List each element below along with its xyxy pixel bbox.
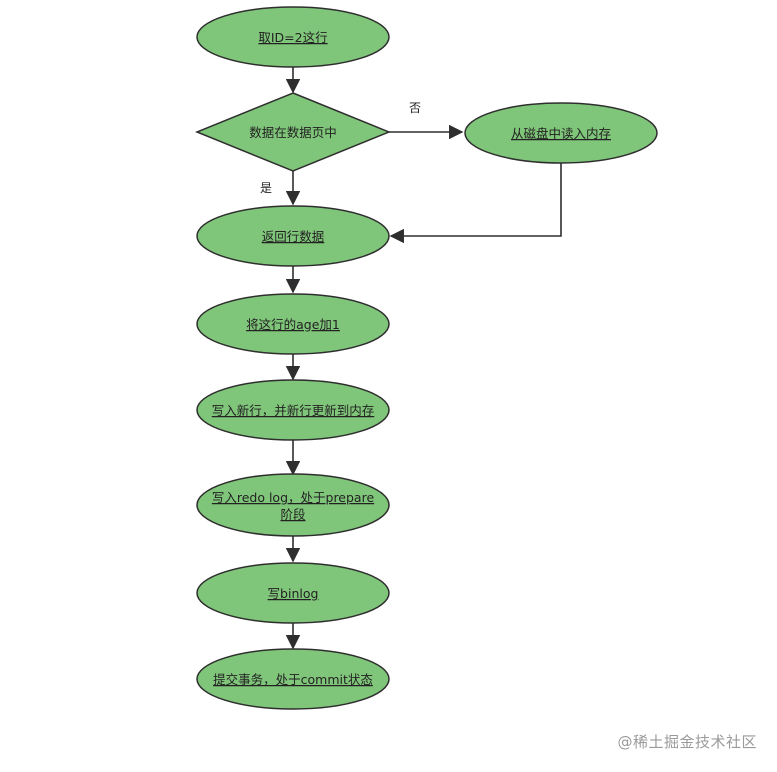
node-read-disk: 从磁盘中读入内存 [464,102,658,164]
node-add-age: 将这行的age加1 [196,293,390,355]
node-decision-in-page: 数据在数据页中 [195,92,391,172]
edge-label-no: 否 [409,101,421,115]
node-commit-label: 提交事务，处于commit状态 [213,672,373,687]
edge-disk-to-return [389,163,562,244]
node-redo-prepare: 写入redo log，处于prepare 阶段 [196,473,390,537]
node-return-row: 返回行数据 [196,205,390,267]
node-redo-prepare-label-line1: 写入redo log，处于prepare [212,490,375,505]
node-read-disk-label: 从磁盘中读入内存 [511,126,611,141]
node-take-row: 取ID=2这行 [196,6,390,68]
node-decision-label: 数据在数据页中 [249,125,337,140]
node-return-row-label: 返回行数据 [262,229,325,244]
node-redo-prepare-label-line2: 阶段 [280,507,305,522]
edge-label-yes: 是 [260,181,272,195]
node-take-row-label: 取ID=2这行 [258,30,327,45]
node-write-new-row: 写入新行，并新行更新到内存 [196,379,390,441]
node-commit: 提交事务，处于commit状态 [196,648,390,710]
watermark: @稀土掘金技术社区 [617,733,757,751]
node-write-new-row-label: 写入新行，并新行更新到内存 [212,403,375,418]
node-add-age-label: 将这行的age加1 [246,317,340,332]
node-write-binlog-label: 写binlog [268,586,319,601]
node-write-binlog: 写binlog [196,562,390,624]
